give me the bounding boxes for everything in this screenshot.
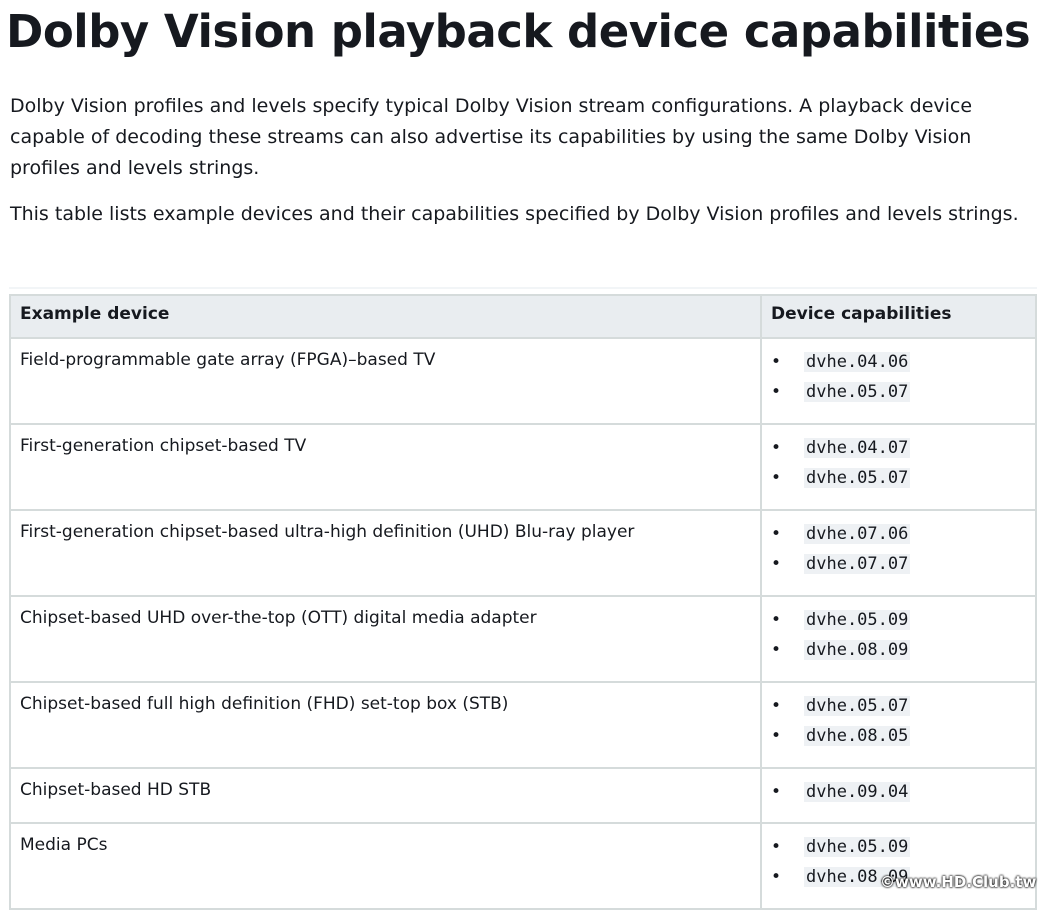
capabilities-list: dvhe.09.04 xyxy=(771,777,1026,807)
table-row: Media PCs dvhe.05.09 dvhe.08.09 xyxy=(9,822,1037,910)
capability-code: dvhe.05.09 xyxy=(804,610,911,630)
capability-code: dvhe.08.05 xyxy=(804,726,911,746)
capabilities-cell: dvhe.05.07 dvhe.08.05 xyxy=(760,681,1037,769)
capability-item: dvhe.08.09 xyxy=(771,862,1026,892)
capabilities-cell: dvhe.07.06 dvhe.07.07 xyxy=(760,509,1037,597)
device-cell: Chipset-based HD STB xyxy=(9,767,762,824)
capability-item: dvhe.04.06 xyxy=(771,347,1026,377)
table-top-rule xyxy=(9,287,1037,289)
capabilities-cell: dvhe.04.06 dvhe.05.07 xyxy=(760,337,1037,425)
device-cell: Chipset-based full high definition (FHD)… xyxy=(9,681,762,769)
capabilities-list: dvhe.05.07 dvhe.08.05 xyxy=(771,691,1026,751)
capability-code: dvhe.07.07 xyxy=(804,554,911,574)
capability-code: dvhe.07.06 xyxy=(804,524,911,544)
capability-item: dvhe.05.09 xyxy=(771,832,1026,862)
capability-code: dvhe.04.07 xyxy=(804,438,911,458)
capabilities-list: dvhe.07.06 dvhe.07.07 xyxy=(771,519,1026,579)
capability-code: dvhe.09.04 xyxy=(804,782,911,802)
device-cell: First-generation chipset-based ultra-hig… xyxy=(9,509,762,597)
intro-paragraph: Dolby Vision profiles and levels specify… xyxy=(10,95,973,179)
capability-code: dvhe.08.09 xyxy=(804,640,911,660)
capabilities-list: dvhe.04.07 dvhe.05.07 xyxy=(771,433,1026,493)
page-title: Dolby Vision playback device capabilitie… xyxy=(6,5,1031,58)
capability-code: dvhe.05.07 xyxy=(804,382,911,402)
capability-item: dvhe.05.07 xyxy=(771,691,1026,721)
device-cell: Chipset-based UHD over-the-top (OTT) dig… xyxy=(9,595,762,683)
capabilities-cell: dvhe.05.09 dvhe.08.09 xyxy=(760,822,1037,910)
table-row: Field-programmable gate array (FPGA)–bas… xyxy=(9,337,1037,425)
header-example-device: Example device xyxy=(9,294,762,339)
table-row: Chipset-based full high definition (FHD)… xyxy=(9,681,1037,769)
capability-item: dvhe.05.09 xyxy=(771,605,1026,635)
capability-item: dvhe.05.07 xyxy=(771,463,1026,493)
device-cell: Field-programmable gate array (FPGA)–bas… xyxy=(9,337,762,425)
capability-code: dvhe.05.07 xyxy=(804,468,911,488)
capabilities-list: dvhe.05.09 dvhe.08.09 xyxy=(771,605,1026,665)
capabilities-cell: dvhe.04.07 dvhe.05.07 xyxy=(760,423,1037,511)
capabilities-cell: dvhe.09.04 xyxy=(760,767,1037,824)
capability-item: dvhe.07.07 xyxy=(771,549,1026,579)
capabilities-table: Example device Device capabilities Field… xyxy=(9,294,1037,910)
table-row: First-generation chipset-based ultra-hig… xyxy=(9,509,1037,597)
capability-code: dvhe.05.07 xyxy=(804,696,911,716)
capabilities-list: dvhe.04.06 dvhe.05.07 xyxy=(771,347,1026,407)
capability-item: dvhe.07.06 xyxy=(771,519,1026,549)
capabilities-cell: dvhe.05.09 dvhe.08.09 xyxy=(760,595,1037,683)
device-cell: First-generation chipset-based TV xyxy=(9,423,762,511)
table-row: Chipset-based UHD over-the-top (OTT) dig… xyxy=(9,595,1037,683)
capability-code: dvhe.04.06 xyxy=(804,352,911,372)
capability-code: dvhe.08.09 xyxy=(804,867,911,887)
table-header-row: Example device Device capabilities xyxy=(9,294,1037,339)
table-row: Chipset-based HD STB dvhe.09.04 xyxy=(9,767,1037,824)
table-description: This table lists example devices and the… xyxy=(10,203,1019,225)
capability-item: dvhe.08.09 xyxy=(771,635,1026,665)
capability-item: dvhe.05.07 xyxy=(771,377,1026,407)
capability-item: dvhe.04.07 xyxy=(771,433,1026,463)
capability-item: dvhe.09.04 xyxy=(771,777,1026,807)
capability-item: dvhe.08.05 xyxy=(771,721,1026,751)
header-device-capabilities: Device capabilities xyxy=(760,294,1037,339)
device-cell: Media PCs xyxy=(9,822,762,910)
table-row: First-generation chipset-based TVdvhe.04… xyxy=(9,423,1037,511)
capabilities-list: dvhe.05.09 dvhe.08.09 xyxy=(771,832,1026,892)
watermark: ©www.HD.Club.tw xyxy=(880,873,1037,891)
capability-code: dvhe.05.09 xyxy=(804,837,911,857)
